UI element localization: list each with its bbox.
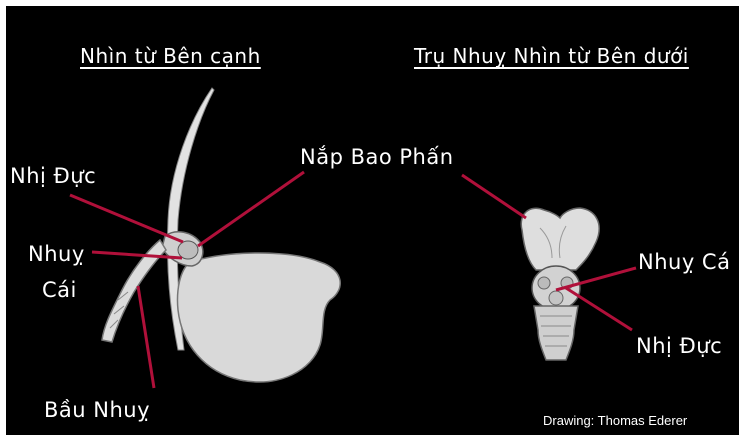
label-pistil-right: Nhuỵ Cá bbox=[638, 250, 730, 274]
label-anther-cap: Nắp Bao Phấn bbox=[300, 145, 454, 169]
label-stamen-right: Nhị Đực bbox=[636, 334, 722, 358]
label-stamen-left: Nhị Đực bbox=[10, 164, 96, 188]
leader-anther-cap bbox=[198, 172, 304, 246]
title-column-view: Trụ Nhuỵ Nhìn từ Bên dưới bbox=[414, 44, 689, 68]
leader-anther-cap-right bbox=[462, 175, 526, 218]
leader-stamen-left bbox=[70, 195, 183, 242]
label-pistil-left-1: Nhuỵ bbox=[28, 242, 85, 266]
leader-ovary bbox=[138, 286, 154, 388]
lip-pouch bbox=[178, 253, 341, 382]
drawing-credit: Drawing: Thomas Ederer bbox=[543, 413, 687, 428]
label-ovary: Bầu Nhuỵ bbox=[44, 398, 150, 422]
anther-side bbox=[178, 241, 198, 259]
label-pistil-left-2: Cái bbox=[42, 278, 77, 302]
title-side-view: Nhìn từ Bên cạnh bbox=[80, 44, 261, 68]
column-base-front bbox=[534, 306, 578, 360]
